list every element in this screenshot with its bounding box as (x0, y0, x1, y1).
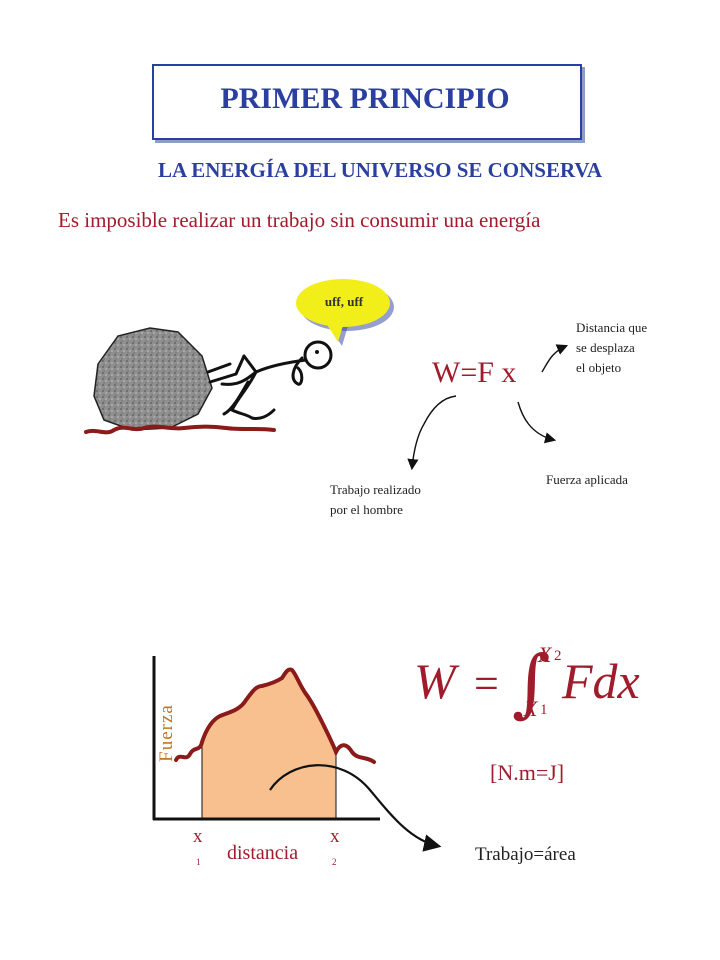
equals-sign: = (474, 659, 499, 708)
integral-lhs: W (414, 653, 456, 709)
x1-label: x (193, 826, 203, 847)
x1-subscript: 1 (196, 857, 201, 867)
force-curve (174, 667, 376, 764)
arrow-force (517, 401, 557, 444)
x-axis-label: distancia (227, 842, 299, 864)
integral-lower-sub: 1 (540, 702, 548, 718)
arrow-distance (541, 344, 569, 373)
statement: Es imposible realizar un trabajo sin con… (58, 208, 541, 232)
note-distance: Distancia que se desplaza el objeto (576, 320, 648, 375)
integral-upper: X (538, 642, 552, 667)
speech-bubble (296, 279, 394, 346)
integral-sign: ∫ (512, 640, 551, 726)
speech-bubble-text: uff, uff (324, 294, 364, 309)
area-note: Trabajo=área (475, 844, 576, 865)
integral-upper-sub: 2 (554, 648, 562, 664)
x2-subscript: 2 (332, 857, 337, 867)
page-title: PRIMER PRINCIPIO (220, 82, 510, 115)
arrow-area (269, 764, 442, 852)
subtitle: LA ENERGÍA DEL UNIVERSO SE CONSERVA (157, 158, 603, 182)
arrow-work (407, 395, 457, 471)
work-area (201, 669, 337, 819)
units-label: [N.m=J] (490, 760, 565, 785)
y-axis-label: Fuerza (155, 704, 177, 762)
ground-line (84, 424, 276, 435)
work-formula: W=F x (432, 356, 517, 389)
stick-man (206, 340, 333, 420)
note-force: Fuerza aplicada (546, 472, 628, 487)
x2-label: x (330, 826, 340, 847)
rock (93, 327, 213, 431)
note-work: Trabajo realizado por el hombre (330, 482, 421, 517)
integral-formula: W = ∫ X 2 X 1 Fdx (412, 640, 642, 726)
integral-lower: X (524, 696, 538, 721)
title-box (152, 64, 582, 140)
integrand: Fdx (562, 653, 640, 709)
